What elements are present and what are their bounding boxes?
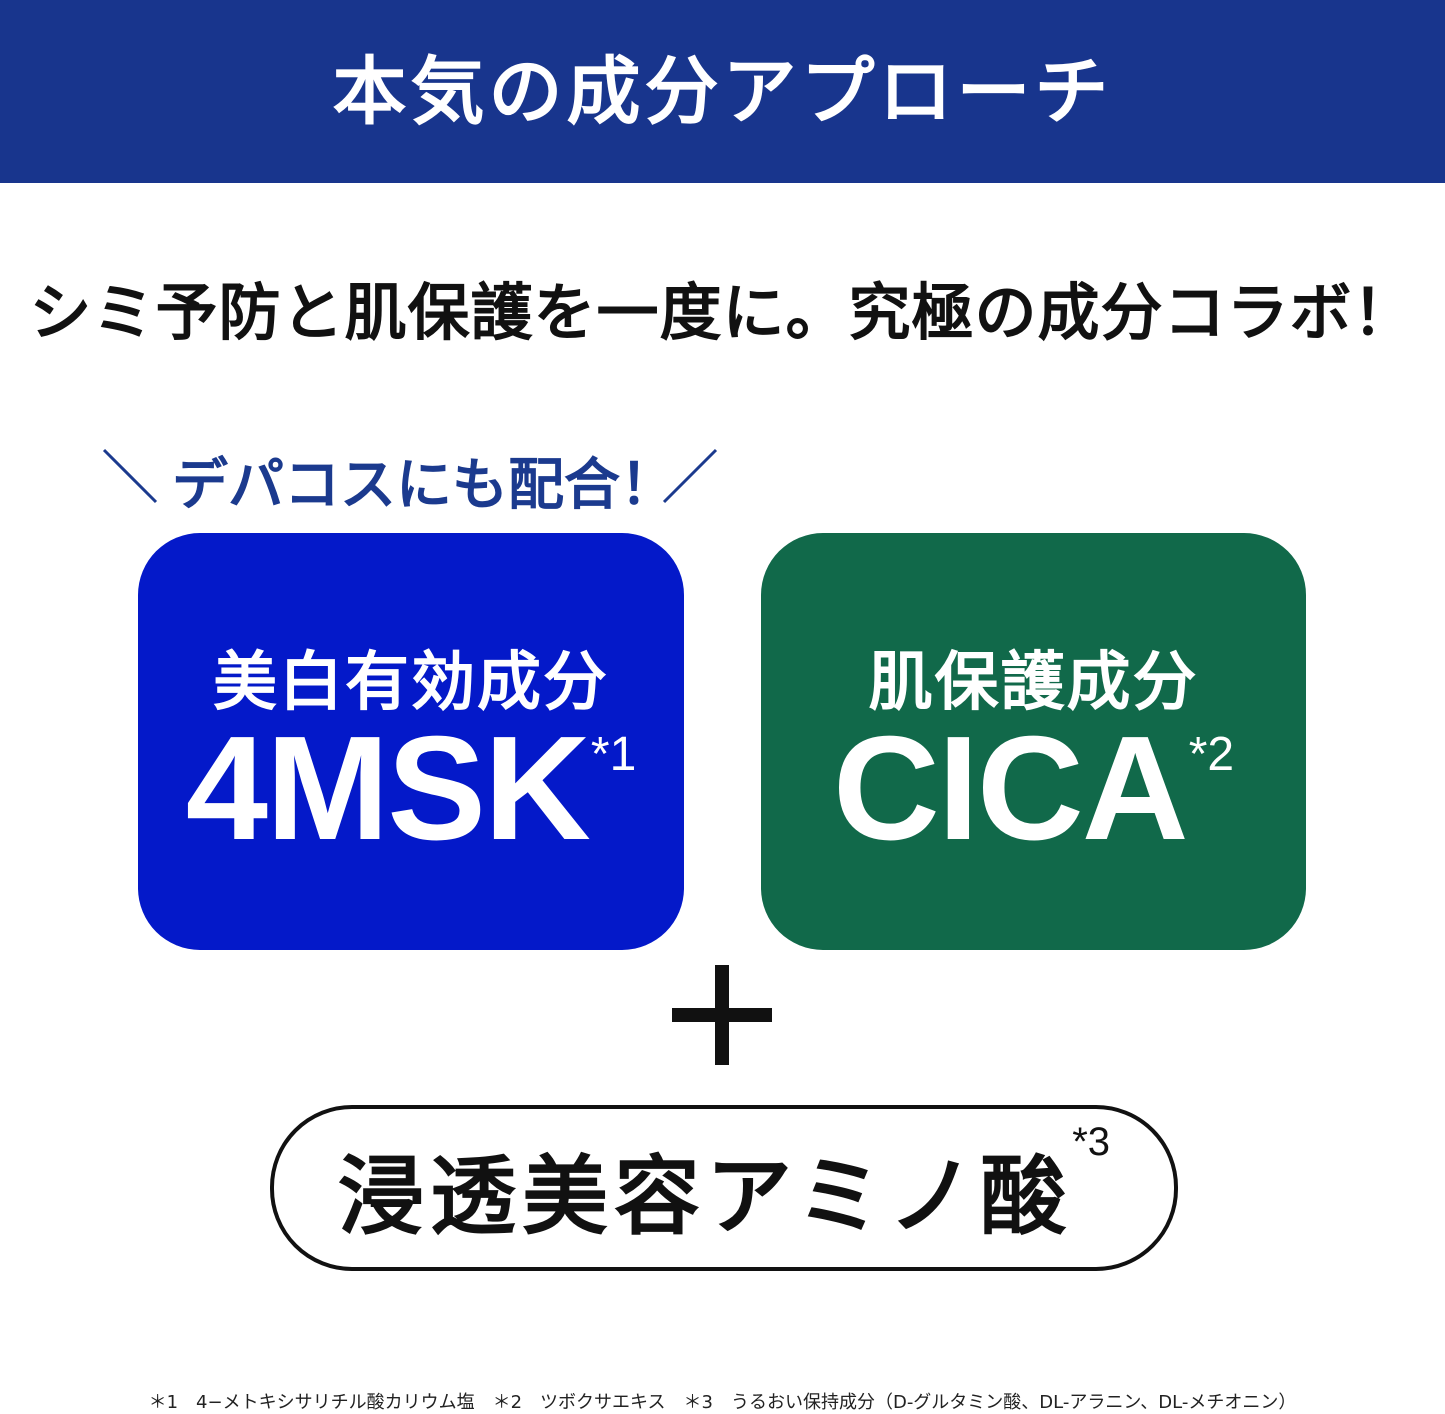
- callout-text: デパコスにも配合！: [172, 453, 676, 518]
- ingredient-name: CICA*2: [761, 715, 1306, 863]
- page-title: 本気の成分アプローチ: [332, 49, 1113, 135]
- footnotes: ＊1 4−メトキシサリチル酸カリウム塩 ＊2 ツボクサエキス ＊3 うるおい保持…: [148, 1392, 1297, 1413]
- card-label: 美白有効成分: [213, 646, 609, 720]
- pill-label: 浸透美容アミノ酸: [337, 1146, 1073, 1247]
- header-banner: 本気の成分アプローチ: [0, 0, 1445, 183]
- footnote-marker: *2: [1188, 728, 1235, 781]
- plus-icon: [672, 965, 772, 1065]
- ingredient-name-text: 4MSK: [185, 706, 591, 871]
- card-4msk: 美白有効成分 4MSK*1: [138, 533, 684, 950]
- card-cica: 肌保護成分 CICA*2: [761, 533, 1306, 950]
- callout: デパコスにも配合！: [100, 440, 720, 518]
- ingredient-name: 4MSK*1: [138, 715, 684, 863]
- amino-acid-pill: 浸透美容アミノ酸*3: [270, 1105, 1178, 1271]
- ingredient-name-text: CICA: [832, 706, 1189, 871]
- footnote-marker: *1: [590, 728, 637, 781]
- slash-decoration-icon: [662, 448, 718, 504]
- footnote-marker: *3: [1072, 1119, 1111, 1164]
- card-label: 肌保護成分: [868, 646, 1199, 720]
- pill-text: 浸透美容アミノ酸*3: [337, 1120, 1110, 1251]
- backslash-decoration-icon: [102, 448, 158, 504]
- subtitle: シミ予防と肌保護を一度に。究極の成分コラボ！: [29, 276, 1416, 349]
